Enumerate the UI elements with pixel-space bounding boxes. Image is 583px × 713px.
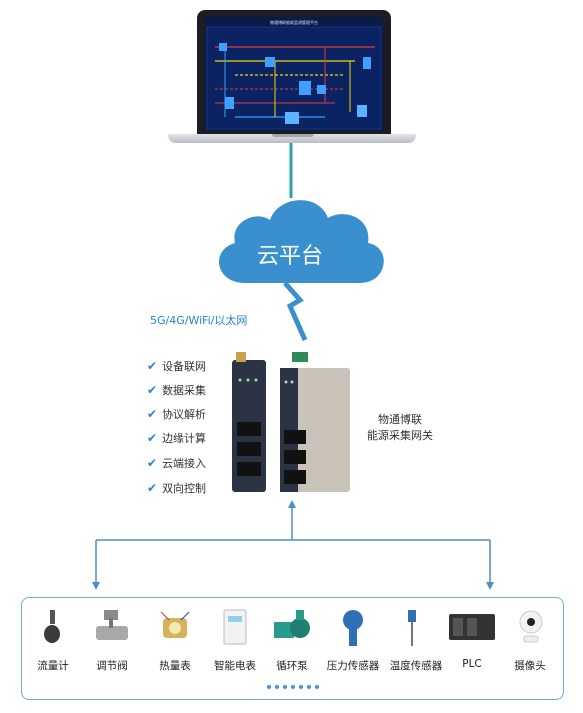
page-dot[interactable] [299,685,303,689]
cloud-label: 云平台 [256,244,323,269]
page-dot[interactable] [315,685,319,689]
device-label: 温度传感器 [389,660,443,672]
device-panel: 流量计 调节阀 热量表 智能电表 循环泵 压力传感器 温度传感器 PLC 摄像头 [21,597,564,700]
scada-diagram [206,26,382,130]
feature-item: ✔数据采集 [147,383,207,397]
gateway-hardware [232,352,350,492]
check-icon: ✔ [147,407,158,421]
flowmeter-icon [44,610,60,643]
gateway-name-line2: 能源采集网关 [367,429,433,442]
electric-meter-icon [223,609,247,645]
laptop-screen: 物通博联能耗监测管理平台 [205,17,383,131]
device-label: 压力传感器 [326,660,380,672]
device-label: 热量表 [159,660,191,672]
check-icon: ✔ [147,481,158,495]
device-label: 流量计 [37,660,69,672]
device-label: 智能电表 [214,660,256,672]
page-dot[interactable] [291,685,295,689]
laptop-notch [272,134,314,137]
check-icon: ✔ [147,456,158,470]
device-label: 调节阀 [96,660,128,672]
device-label: PLC [462,658,482,670]
pressure-sensor-icon [343,610,363,646]
terminal-block-icon [292,352,308,362]
feature-item: ✔协议解析 [147,407,207,421]
pump-icon [274,610,310,638]
arrow-down-right-icon [486,582,494,590]
page-dot[interactable] [275,685,279,689]
lightning-icon [283,281,308,342]
temperature-sensor-icon [408,610,416,646]
valve-icon [96,610,128,640]
feature-item: ✔云端接入 [147,456,207,470]
device-label: 摄像头 [514,660,546,672]
antenna-connector-icon [236,352,246,362]
gateway-name: 物通博联 能源采集网关 [355,412,445,444]
network-label: 5G/4G/WiFi/以太网 [150,314,248,327]
plc-icon [449,614,495,640]
page-dot[interactable] [283,685,287,689]
check-icon: ✔ [147,431,158,445]
arrow-down-left-icon [92,582,100,590]
feature-item: ✔边缘计算 [147,431,207,445]
device-label: 循环泵 [276,660,308,672]
cloud-shape [218,200,384,283]
check-icon: ✔ [147,383,158,397]
arrow-up-icon [288,500,296,508]
page-dot[interactable] [267,685,271,689]
screen-title: 物通博联能耗监测管理平台 [270,20,318,25]
heat-meter-icon [160,611,190,638]
laptop-base [168,134,416,143]
camera-icon [519,610,543,643]
gateway-name-line1: 物通博联 [378,413,422,426]
feature-item: ✔双向控制 [147,481,207,495]
check-icon: ✔ [147,359,158,373]
feature-item: ✔设备联网 [147,359,207,373]
page-dot[interactable] [307,685,311,689]
